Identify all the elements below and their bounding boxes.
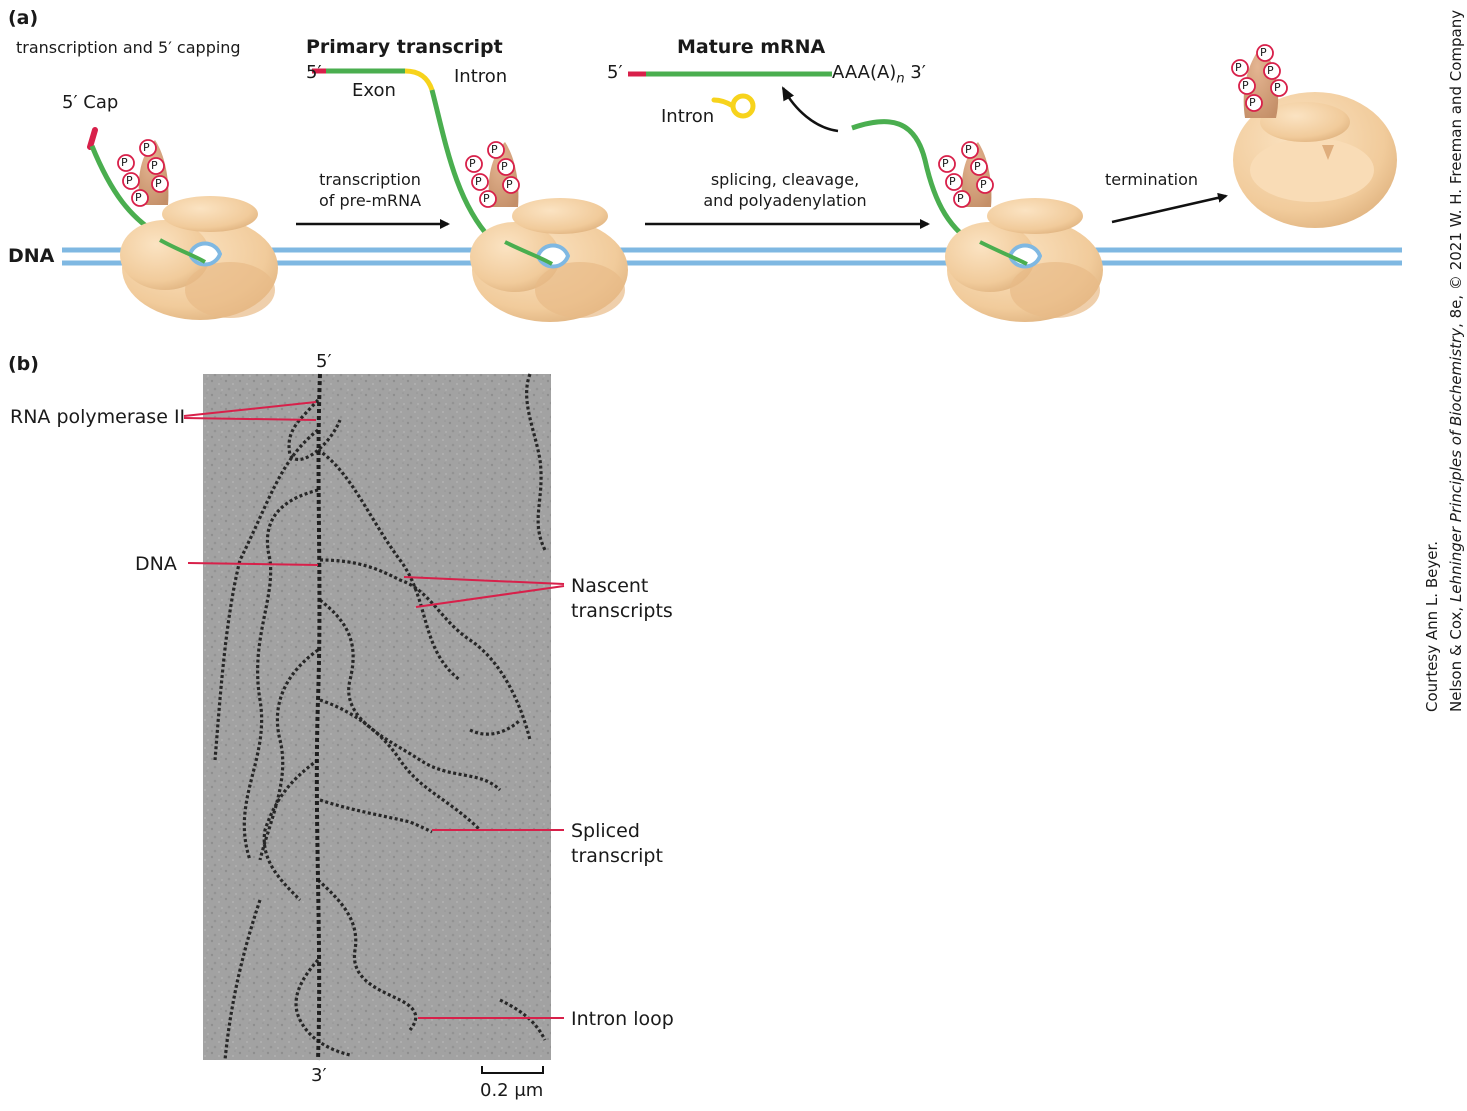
phosphate-letter: P: [143, 141, 150, 154]
phosphate-letter: P: [475, 175, 482, 188]
phosphate-letter: P: [949, 175, 956, 188]
phosphate-letter: P: [469, 157, 476, 170]
rna-polymerase-3: [851, 119, 1103, 322]
micrograph-three-prime: 3′: [311, 1065, 327, 1086]
rna-polymerase-2: [312, 68, 628, 322]
cap-label: 5′ Cap: [62, 92, 119, 113]
rna-polymerase-ii-label: RNA polymerase II: [10, 406, 186, 428]
primary-transcript-title: Primary transcript: [306, 36, 503, 58]
mature-mrna: [628, 71, 832, 119]
phosphate-letter: P: [1242, 79, 1249, 92]
intron-loop-label: Intron loop: [571, 1008, 674, 1030]
intron-label-primary: Intron: [454, 66, 508, 87]
leader-lines: [183, 401, 565, 1019]
phosphate-letter: P: [491, 143, 498, 156]
rna-polymerase-1: [87, 127, 278, 320]
mature-mrna-title: Mature mRNA: [677, 36, 826, 58]
phosphate-letter: P: [483, 192, 490, 205]
dna-label-micrograph: DNA: [135, 553, 177, 575]
phosphate-letter: P: [942, 157, 949, 170]
arrow-transcription-label-1: transcription: [319, 170, 421, 189]
electron-micrograph: [203, 373, 551, 1074]
micrograph-five-prime: 5′: [316, 351, 332, 372]
phosphate-letter: P: [506, 178, 513, 191]
phosphate-letter: P: [501, 160, 508, 173]
credit-line-1: Courtesy Ann L. Beyer.: [1423, 540, 1441, 712]
phosphate-letter: P: [974, 160, 981, 173]
phosphate-letter: P: [121, 156, 128, 169]
arrow-splicing-label-1: splicing, cleavage,: [710, 170, 860, 189]
phosphate-letter: P: [155, 177, 162, 190]
arrow-splicing-label-2: and polyadenylation: [703, 191, 867, 210]
phosphate-letter: P: [980, 178, 987, 191]
phosphate-letter: P: [126, 174, 133, 187]
phosphate-letter: P: [151, 159, 158, 172]
phosphate-letter: P: [957, 192, 964, 205]
nascent-label-1: Nascent: [571, 575, 649, 597]
phosphate-letter: P: [1267, 64, 1274, 77]
primary-five-prime: 5′: [306, 62, 322, 83]
spliced-label-1: Spliced: [571, 820, 640, 842]
spliced-label-2: transcript: [571, 845, 663, 867]
dna-label: DNA: [8, 245, 55, 267]
released-polymerase: [1233, 45, 1397, 228]
credit-line-2: Nelson & Cox, Lehninger Principles of Bi…: [1447, 9, 1465, 712]
scale-bar-label: 0.2 μm: [480, 1080, 544, 1101]
panel-a-label: (a): [8, 7, 39, 29]
phosphate-letter: P: [1260, 46, 1267, 59]
phosphate-letter: P: [1274, 81, 1281, 94]
arrow-transcription-label-2: of pre-mRNA: [318, 191, 422, 210]
nascent-label-2: transcripts: [571, 600, 673, 622]
phosphate-letter: P: [135, 191, 142, 204]
phosphate-circles: [117, 44, 1288, 208]
step-transcription-capping: transcription and 5′ capping: [16, 38, 241, 57]
intron-label-excised: Intron: [661, 106, 715, 127]
panel-b-label: (b): [8, 353, 39, 375]
image-credit: Courtesy Ann L. Beyer. Nelson & Cox, Leh…: [1420, 9, 1467, 712]
phosphate-letter: P: [1249, 96, 1256, 109]
phosphate-letter: P: [1235, 61, 1242, 74]
mature-five-prime: 5′: [607, 62, 623, 83]
poly-a-tail: AAA(A)n 3′: [832, 62, 926, 87]
arrow-termination-label: termination: [1105, 170, 1199, 189]
dna-strands: [62, 247, 1402, 266]
arrow-termination: [1111, 192, 1228, 224]
release-arrow: [781, 86, 839, 133]
exon-label: Exon: [352, 80, 396, 101]
phosphate-letter: P: [965, 143, 972, 156]
